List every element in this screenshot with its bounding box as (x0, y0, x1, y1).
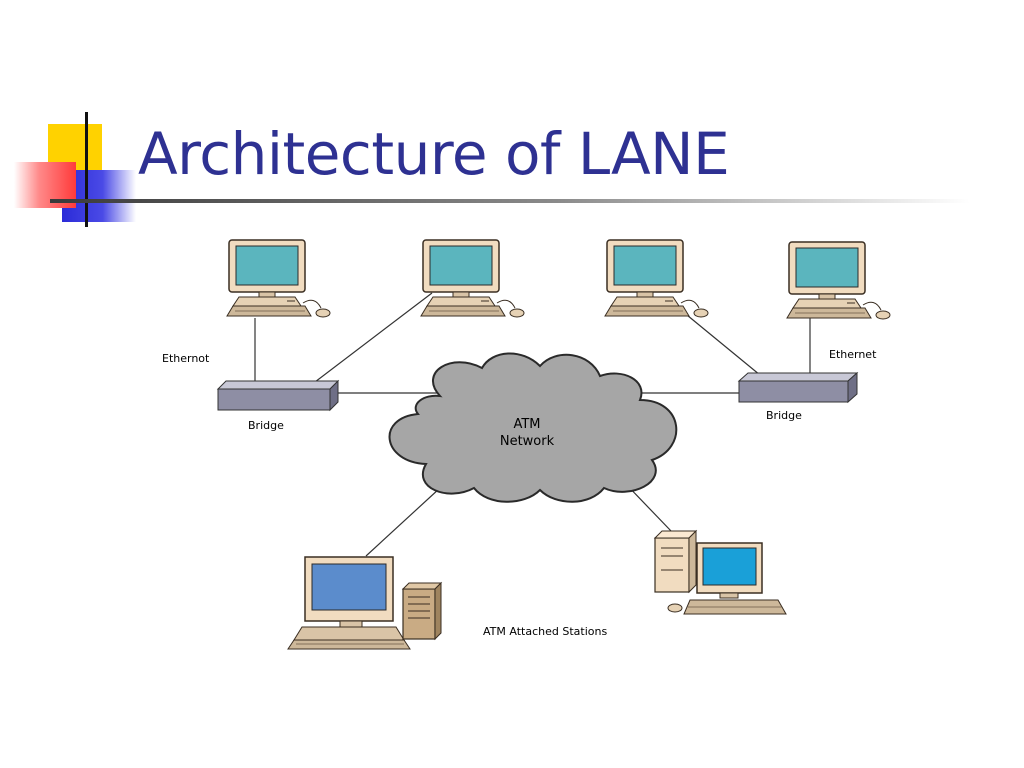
workstation-computer-icon (667, 542, 787, 615)
right-lan-label: Ethernet (829, 348, 877, 361)
right-bridge-label: Bridge (766, 409, 802, 422)
atm-cloud-icon (388, 352, 678, 503)
workstation-tower-icon (653, 529, 698, 594)
left-bridge-label: Bridge (248, 419, 284, 432)
desktop-computer-icon (226, 239, 331, 318)
left-lan-label: Ethernot (162, 352, 210, 365)
workstation-computer-icon (287, 556, 411, 650)
network-label-line1: ATM (513, 417, 540, 432)
corner-vertical-line (85, 112, 88, 227)
network-label-line2: Network (500, 434, 555, 449)
stations-label: ATM Attached Stations (483, 625, 607, 638)
workstation-tower-icon (401, 581, 443, 641)
bridge-device-icon (216, 379, 340, 412)
slide-title: Architecture of LANE (138, 120, 730, 188)
desktop-computer-icon (604, 239, 709, 318)
desktop-computer-icon (420, 239, 525, 318)
desktop-computer-icon (786, 241, 891, 320)
title-underline (50, 199, 970, 203)
bridge-device-icon (737, 371, 859, 404)
